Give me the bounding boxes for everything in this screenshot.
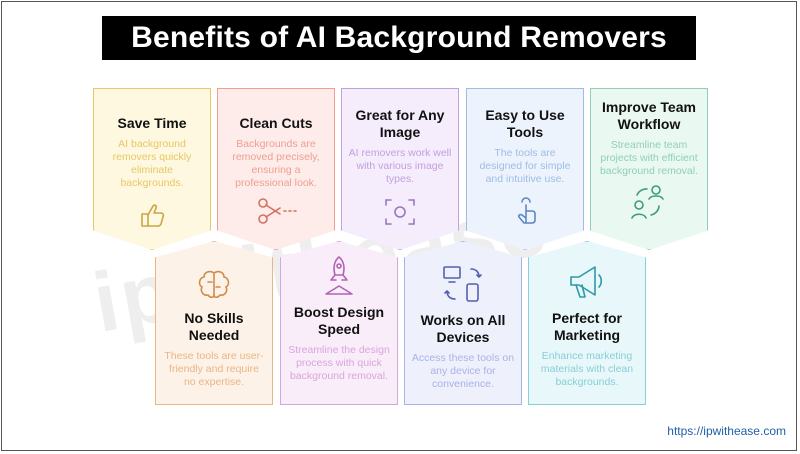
card-description: AI background removers quickly eliminate… [112,138,192,189]
rocket-icon [325,256,353,295]
card-title: Works on All Devices [420,312,506,345]
card-title: Improve Team Workflow [602,99,696,132]
team-icon [631,185,664,219]
card-improve-team-workflow: Improve Team Workflow Streamline team pr… [590,88,708,250]
card-clean-cuts: Clean Cuts Backgrounds are removed preci… [217,88,335,250]
card-boost-design-speed: Boost Design Speed Streamline the design… [280,241,398,405]
devices-icon [443,266,482,302]
card-easy-to-use-tools: Easy to Use Tools The tools are designed… [466,88,584,250]
megaphone-icon [570,266,603,298]
card-title: Boost Design Speed [293,304,385,337]
card-title: Clean Cuts [239,115,313,131]
card-no-skills-needed: No Skills Needed These tools are user-fr… [155,241,273,405]
card-title: Easy to Use Tools [485,107,565,140]
card-description: These tools are user-friendly and requir… [164,350,264,388]
card-title: Save Time [117,115,187,131]
card-great-for-any-image: Great for Any Image AI removers work wel… [341,88,459,250]
card-title: No Skills Needed [184,310,244,343]
scissors-icon [258,198,297,224]
card-description: Streamline team projects with efficient … [599,139,699,177]
card-description: Streamline the design process with quick… [288,344,390,382]
page-title: Benefits of AI Background Removers [102,16,696,60]
footer-url-link[interactable]: https://ipwithease.com [667,424,786,438]
card-title: Perfect for Marketing [551,310,623,343]
brain-icon [198,270,230,299]
focus-icon [385,199,415,225]
card-save-time: Save Time AI background removers quickly… [93,88,211,250]
card-description: Backgrounds are removed precisely, ensur… [232,138,320,189]
touch-icon [517,197,536,224]
card-description: AI removers work well with various image… [348,147,452,185]
card-title: Great for Any Image [355,107,445,140]
card-works-on-all-devices: Works on All Devices Access these tools … [404,241,522,405]
card-perfect-for-marketing: Perfect for Marketing Enhance marketing … [528,241,646,405]
card-description: The tools are designed for simple and in… [479,147,571,185]
card-description: Enhance marketing materials with clean b… [540,350,634,388]
card-description: Access these tools on any device for con… [411,352,515,390]
hand-thumb-icon [141,204,165,227]
